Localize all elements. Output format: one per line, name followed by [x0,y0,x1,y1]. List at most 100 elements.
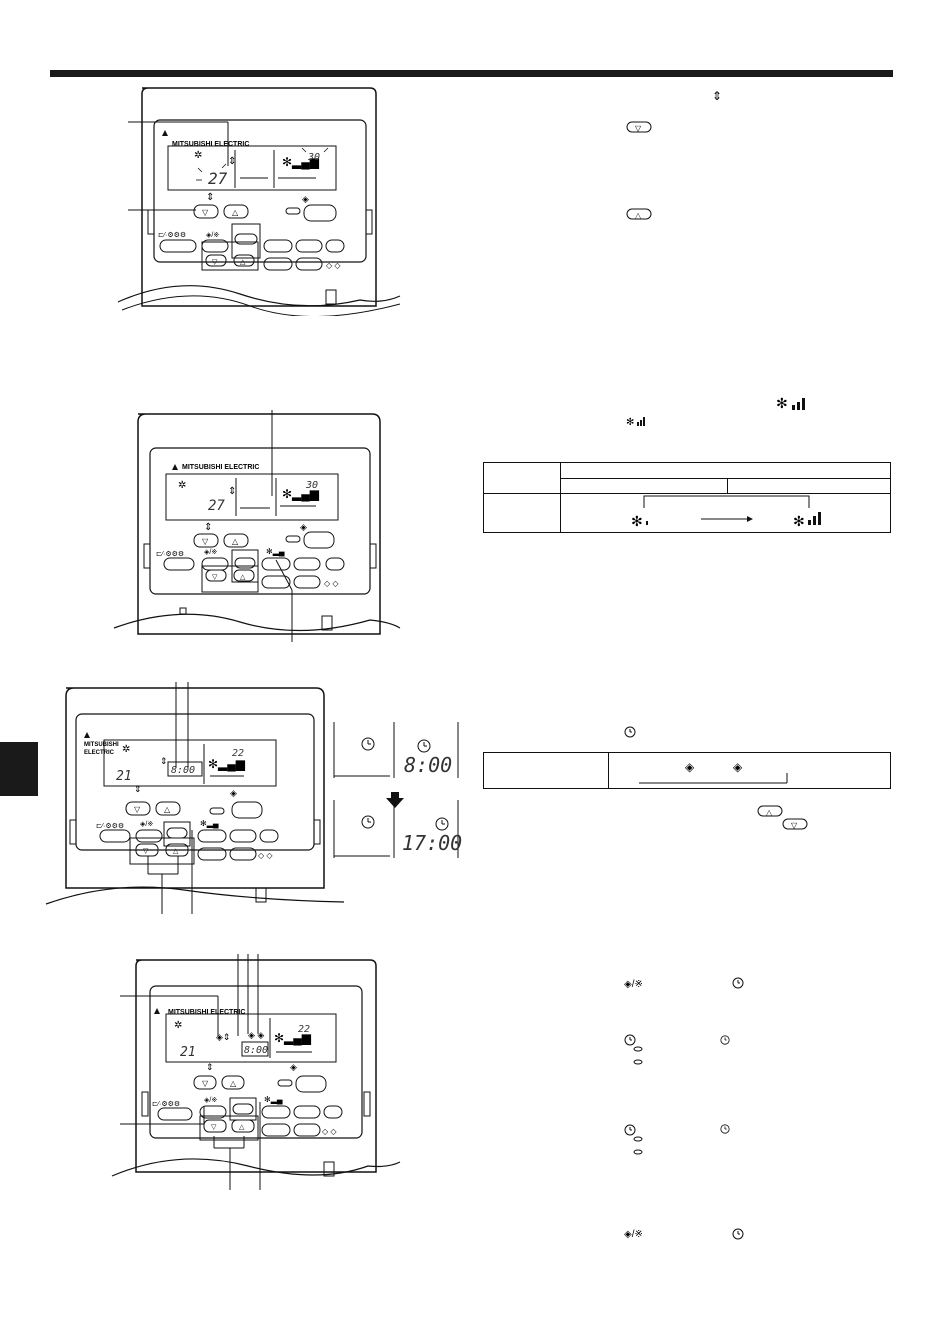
svg-text:✲: ✲ [178,480,186,491]
svg-text:◇ ◇: ◇ ◇ [324,579,339,588]
remote-panel-4: MITSUBISHI ELECTRIC ✲ 21 ◈⇕ ◈ ◈ 8:00 ✻▂▄… [111,954,401,1190]
svg-text:◈: ◈ [230,788,237,798]
off-indicator-icon [633,1149,643,1155]
svg-text:▽: ▽ [211,1124,217,1131]
down-button-icon: ▽ [626,121,652,133]
fan-speed-diagram: ✻ ✻ [631,495,821,529]
svg-text:✻▂▄▆: ✻▂▄▆ [282,155,320,170]
svg-text:▽: ▽ [212,574,218,581]
brand-logo-text: MITSUBISHI ELECTRIC [172,141,249,148]
set-temperature: 21 [180,1045,196,1060]
svg-text:✻▂▄: ✻▂▄ [200,819,219,829]
svg-text:▽: ▽ [134,805,141,814]
svg-text:◈: ◈ [300,522,307,532]
arrow-down-icon [386,792,404,808]
svg-text:✻▂▄: ✻▂▄ [266,547,285,557]
svg-text:△: △ [173,848,179,855]
svg-text:◈/※: ◈/※ [624,979,643,990]
svg-text:MITSUBISHI: MITSUBISHI [84,742,119,748]
svg-text:✻: ✻ [776,395,788,411]
svg-text:◈⇕: ◈⇕ [216,1032,230,1042]
section-tab [0,742,38,796]
fan-speed-table: ✻ ✻ [483,462,891,533]
on-off-timer-icon: ◈/※ [624,979,643,990]
remote-panel-2: MITSUBISHI ELECTRIC ✲ 27 ⇕ ✻▂▄▆ 30 ⇕ ▽ △… [113,410,401,642]
on-off-timer-icon: ◈/※ [624,1229,643,1240]
remote-temperature: 22 [232,748,244,759]
svg-text:△: △ [240,259,246,266]
remote-temperature: 30 [305,480,318,491]
svg-text:✻: ✻ [626,417,634,428]
timer-example-displays: 8:00 17:00 [333,722,462,858]
svg-text:⇕: ⇕ [160,756,168,766]
set-temperature: 21 [116,769,132,784]
svg-text:✻▂▄▆: ✻▂▄▆ [282,487,320,502]
svg-text:▽: ▽ [202,208,209,217]
svg-text:✲: ✲ [194,150,202,161]
off-indicator-icon [633,1059,643,1065]
clock-icon [624,726,636,738]
svg-text:⊏⁄·⚙⚙⚙: ⊏⁄·⚙⚙⚙ [152,1100,180,1108]
svg-text:◈: ◈ [733,760,743,774]
clock-readout: 8:00 [244,1045,268,1056]
svg-text:▽: ▽ [202,537,209,546]
svg-text:▽: ▽ [791,821,798,830]
svg-text:◈/※: ◈/※ [204,1097,217,1104]
svg-text:◈: ◈ [685,760,695,774]
on-indicator-icon [633,1136,643,1142]
svg-text:◇ ◇: ◇ ◇ [322,1127,337,1136]
temperature-icon: ⇕ [712,89,722,102]
timer-time-2: 17:00 [402,831,462,855]
svg-text:◈: ◈ [302,194,309,204]
remote-temperature: 30 [307,152,320,163]
svg-text:▽: ▽ [635,124,642,133]
svg-text:△: △ [230,1079,237,1088]
clock-icon [732,977,744,989]
timer-time-1: 8:00 [404,753,452,777]
svg-text:✲: ✲ [122,744,130,755]
clock-icon [720,1035,730,1045]
brand-logo-text: MITSUBISHI ELECTRIC [182,464,259,471]
svg-text:△: △ [232,537,239,546]
svg-text:✻▂▄: ✻▂▄ [264,1095,283,1105]
svg-text:⇕: ⇕ [206,1062,214,1072]
remote-temperature: 22 [298,1024,310,1035]
set-temperature: 27 [208,498,225,514]
on-indicator-icon [633,1046,643,1052]
fan-speed-icon: ✻ [776,395,805,411]
remote-panel-1: MITSUBISHI ELECTRIC ✲ 27 ⇕ ✻▂▄▆ 30 ⇕ ▽ △… [117,87,401,316]
clock-icon [720,1124,730,1134]
timer-table: ◈ ◈ [483,752,891,789]
svg-text:⇕: ⇕ [228,156,236,167]
up-button-icon: △ [757,805,783,817]
svg-text:◈/※: ◈/※ [140,821,153,828]
svg-text:ELECTRIC: ELECTRIC [84,750,115,756]
fan-speed-icon: ✻ [626,417,645,428]
svg-text:◇ ◇: ◇ ◇ [326,261,341,270]
svg-text:△: △ [766,808,773,817]
svg-text:⇕: ⇕ [204,522,212,533]
clock-icon [624,1034,636,1046]
svg-text:◈/※: ◈/※ [206,232,219,239]
svg-text:◈/※: ◈/※ [204,549,217,556]
header-rule [50,70,893,77]
svg-text:⊏⁄·⚙⚙⚙: ⊏⁄·⚙⚙⚙ [156,550,184,558]
svg-text:✻▂▄▆: ✻▂▄▆ [208,757,246,772]
svg-text:⊏⁄·⚙⚙⚙: ⊏⁄·⚙⚙⚙ [158,231,186,239]
svg-text:△: △ [164,805,171,814]
svg-text:✲: ✲ [174,1020,182,1031]
clock-readout: 8:00 [171,765,195,776]
svg-text:▽: ▽ [202,1079,209,1088]
svg-text:▽: ▽ [143,848,149,855]
svg-text:✻: ✻ [793,513,805,529]
svg-text:⊏⁄·⚙⚙⚙: ⊏⁄·⚙⚙⚙ [96,822,124,830]
svg-text:⇕: ⇕ [134,784,142,794]
svg-text:▽: ▽ [212,259,218,266]
down-button-icon: ▽ [782,818,808,830]
svg-text:△: △ [232,208,239,217]
svg-text:△: △ [240,574,246,581]
timer-sequence-diagram: ◈ ◈ [639,760,788,784]
svg-text:⇕: ⇕ [228,486,236,497]
set-temperature: 27 [208,169,228,188]
svg-text:◇ ◇: ◇ ◇ [258,851,273,860]
